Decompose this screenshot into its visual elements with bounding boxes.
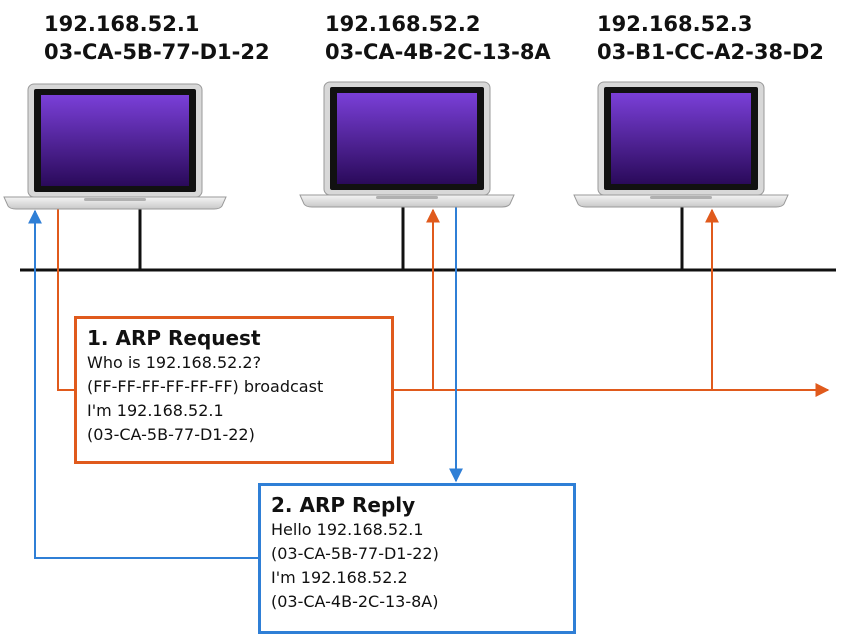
host-3-label: 192.168.52.3 03-B1-CC-A2-38-D2 [597,10,824,66]
arp-request-box: 1. ARP Request Who is 192.168.52.2? (FF-… [74,316,394,464]
arp-request-line: (FF-FF-FF-FF-FF-FF) broadcast [87,377,324,396]
arp-reply-box: 2. ARP Reply Hello 192.168.52.1 (03-CA-5… [258,483,576,634]
arp-request-title: 1. ARP Request [87,326,261,350]
host-3-mac: 03-B1-CC-A2-38-D2 [597,40,824,64]
host-2-ip: 192.168.52.2 [325,12,481,36]
arp-request-line: (03-CA-5B-77-D1-22) [87,425,255,444]
arp-reply-line: (03-CA-5B-77-D1-22) [271,544,439,563]
host-3-ip: 192.168.52.3 [597,12,753,36]
laptop-icon [3,83,227,210]
laptop-icon [573,81,789,208]
host-1-label: 192.168.52.1 03-CA-5B-77-D1-22 [44,10,270,66]
arp-reply-line: (03-CA-4B-2C-13-8A) [271,592,439,611]
host-1-ip: 192.168.52.1 [44,12,200,36]
laptop-icon [299,81,515,208]
arp-reply-line: Hello 192.168.52.1 [271,520,424,539]
arp-reply-line: I'm 192.168.52.2 [271,568,408,587]
arp-request-line: I'm 192.168.52.1 [87,401,224,420]
host-1-mac: 03-CA-5B-77-D1-22 [44,40,270,64]
host-2-mac: 03-CA-4B-2C-13-8A [325,40,551,64]
host-2-label: 192.168.52.2 03-CA-4B-2C-13-8A [325,10,551,66]
arp-request-line: Who is 192.168.52.2? [87,353,262,372]
request-path-from-host1 [57,209,74,391]
arp-reply-title: 2. ARP Reply [271,493,416,517]
reply-arrow-to-host1 [28,209,258,559]
